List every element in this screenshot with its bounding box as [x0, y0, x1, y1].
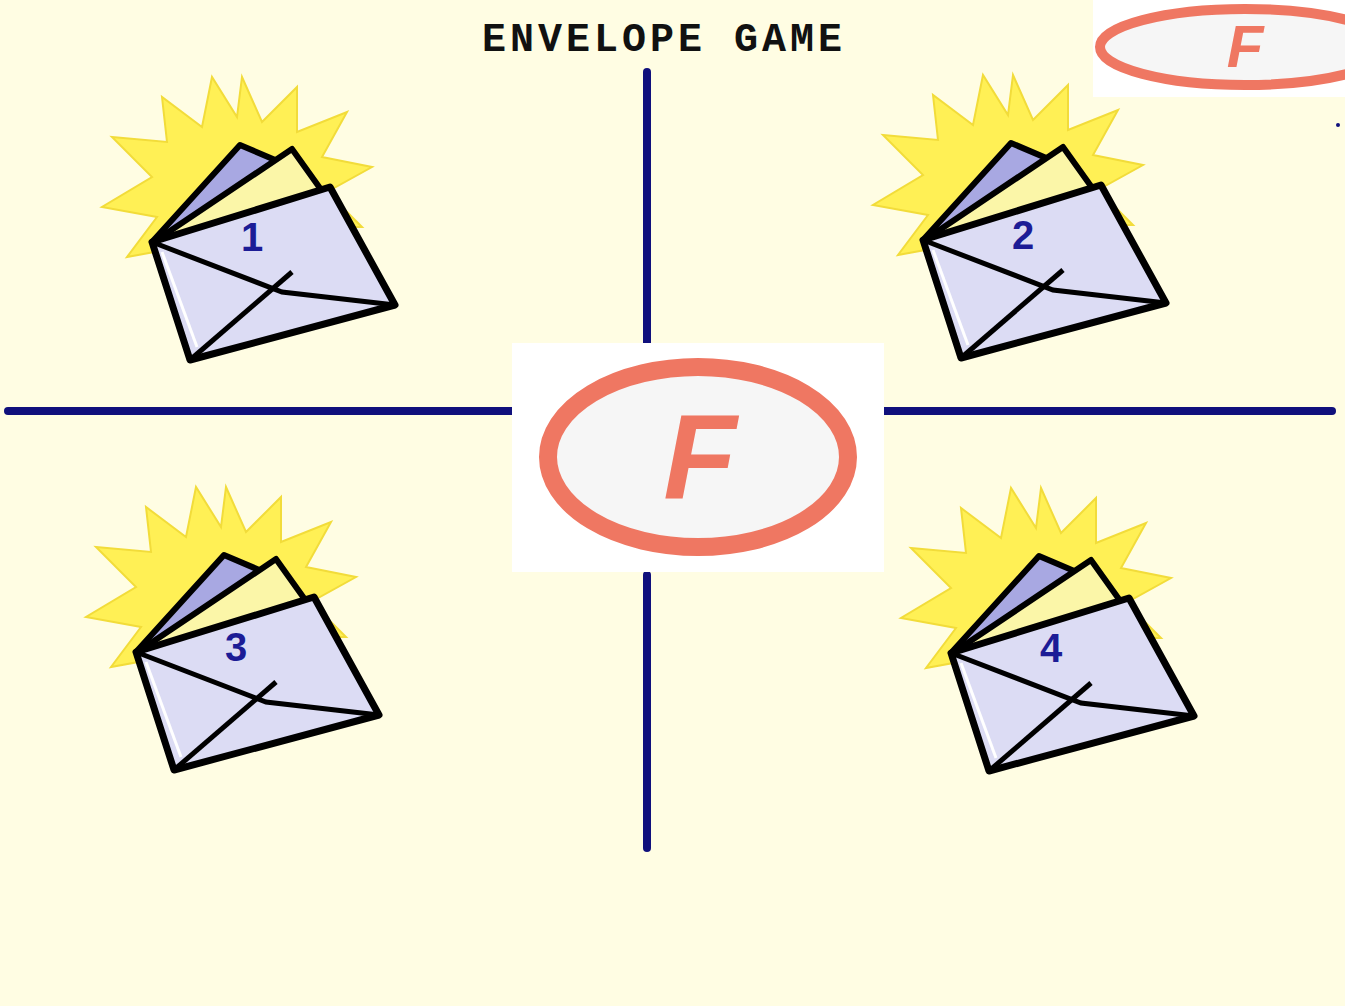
corner-logo	[1093, 0, 1345, 127]
board-title: ENVELOPE GAME	[482, 18, 846, 63]
logo-letter: F	[1227, 12, 1264, 81]
envelope-number: 3	[225, 625, 247, 670]
envelope-icon	[873, 75, 1166, 358]
envelope-icon	[102, 77, 395, 360]
envelope-number: 2	[1012, 213, 1034, 258]
envelope-icon	[901, 488, 1194, 771]
center-logo	[512, 343, 884, 572]
envelope-icon	[86, 487, 379, 770]
envelope-number: 4	[1040, 626, 1062, 671]
envelope-number: 1	[241, 215, 263, 260]
logo-letter: F	[663, 387, 736, 525]
cross-lines	[8, 72, 1332, 848]
